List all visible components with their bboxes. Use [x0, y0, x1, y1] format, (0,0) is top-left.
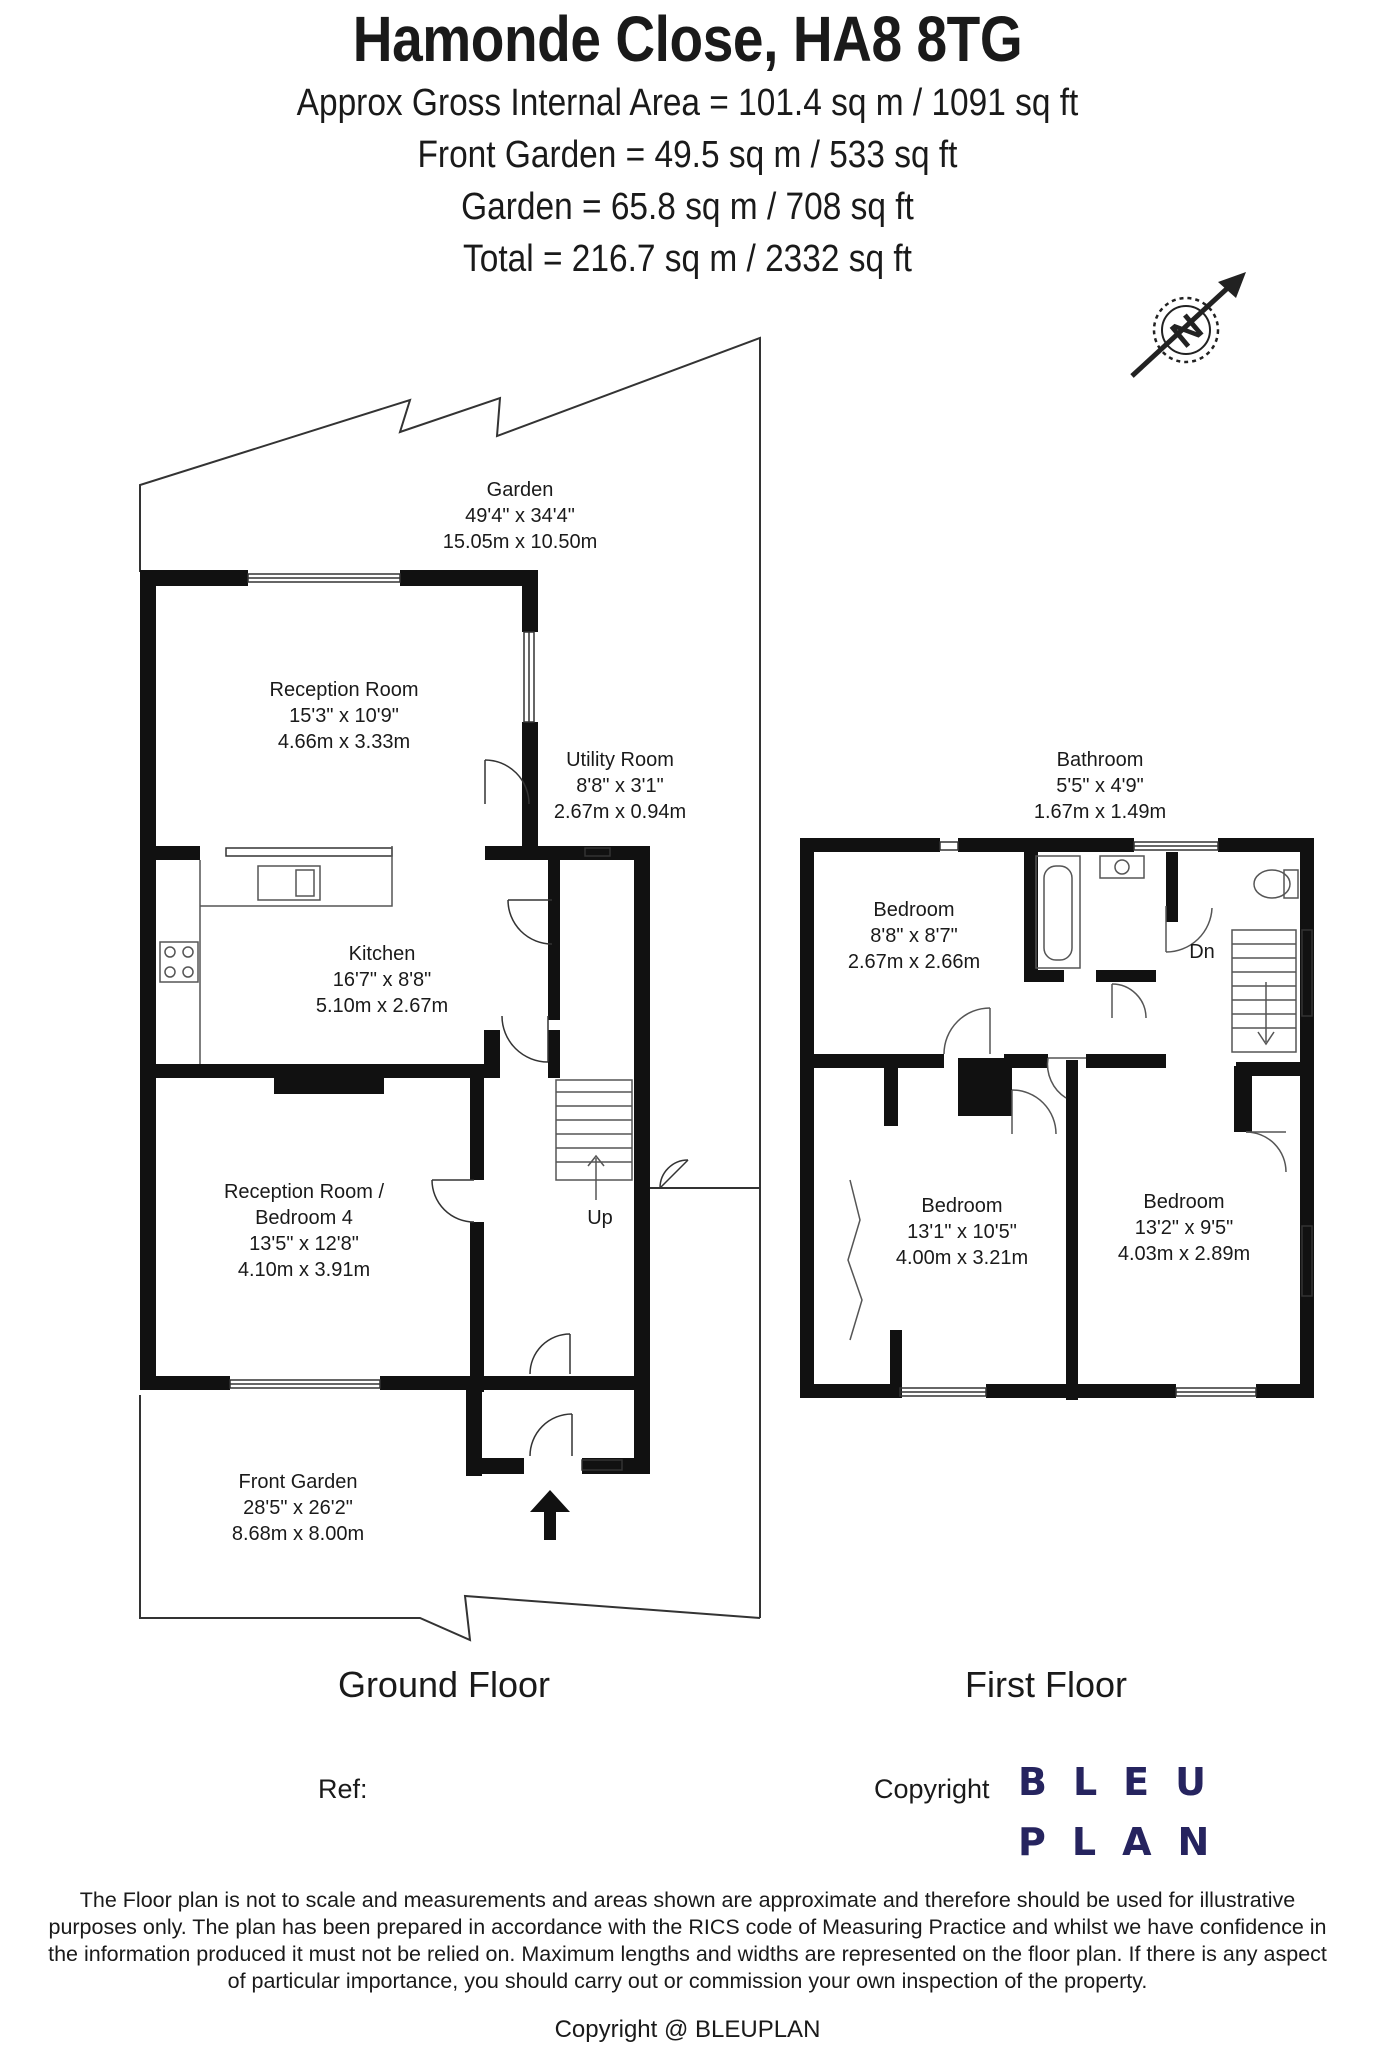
kitchen-imperial: 16'7" x 8'8" [333, 969, 432, 991]
ground-floor-doors [431, 759, 689, 1457]
garden-name: Garden [487, 479, 554, 501]
front-garden-metric: 8.68m x 8.00m [232, 1523, 364, 1545]
footer-copyright: Copyright @ BLEUPLAN [554, 2016, 821, 2043]
reception-bedroom4-name-2: Bedroom 4 [255, 1207, 353, 1229]
disclaimer-line-2: purposes only. The plan has been prepare… [48, 1915, 1327, 1939]
logo-line-2: PLAN [1018, 1820, 1236, 1864]
first-floor-doors [847, 906, 1287, 1341]
reception-bedroom4-metric: 4.10m x 3.91m [238, 1259, 370, 1281]
copyright-label: Copyright [874, 1774, 990, 1804]
reception-imperial: 15'3" x 10'9" [289, 705, 399, 727]
front-garden-area: Front Garden = 49.5 sq m / 533 sq ft [417, 134, 958, 176]
gross-internal-area: Approx Gross Internal Area = 101.4 sq m … [296, 82, 1079, 124]
ground-floor-label: Ground Floor [337, 1664, 551, 1705]
reception-metric: 4.66m x 3.33m [278, 731, 410, 753]
garden-imperial: 49'4" x 34'4" [465, 505, 575, 527]
first-floor-stairs [1231, 929, 1297, 1053]
bathroom-imperial: 5'5" x 4'9" [1056, 775, 1143, 797]
bedroom-b-metric: 4.00m x 3.21m [896, 1247, 1028, 1269]
bedroom-a-metric: 2.67m x 2.66m [848, 951, 980, 973]
bedroom-b-imperial: 13'1" x 10'5" [907, 1221, 1017, 1243]
reception-name: Reception Room [270, 679, 419, 701]
logo-line-1: BLEU [1018, 1760, 1232, 1804]
bedroom-a-name: Bedroom [873, 899, 954, 921]
bedroom-c-metric: 4.03m x 2.89m [1118, 1243, 1250, 1265]
first-floor-walls [800, 838, 1314, 1400]
bedroom-b-name: Bedroom [921, 1195, 1002, 1217]
front-garden-imperial: 28'5" x 26'2" [243, 1497, 353, 1519]
ref-label: Ref: [318, 1774, 368, 1804]
kitchen-fixtures [159, 846, 393, 1064]
bathroom-metric: 1.67m x 1.49m [1034, 801, 1166, 823]
garden-metric: 15.05m x 10.50m [443, 531, 598, 553]
reception-bedroom4-imperial: 13'5" x 12'8" [249, 1233, 359, 1255]
front-garden-name: Front Garden [239, 1471, 358, 1493]
utility-imperial: 8'8" x 3'1" [576, 775, 663, 797]
bathroom-name: Bathroom [1057, 749, 1144, 771]
utility-name: Utility Room [566, 749, 674, 771]
stairs-down-label: Dn [1189, 941, 1215, 963]
bathroom-fixtures [1035, 855, 1299, 969]
stairs-up-label: Up [587, 1207, 613, 1229]
kitchen-metric: 5.10m x 2.67m [316, 995, 448, 1017]
entrance-arrow-icon [530, 1490, 570, 1540]
disclaimer-line-1: The Floor plan is not to scale and measu… [79, 1888, 1296, 1912]
bedroom-c-name: Bedroom [1143, 1191, 1224, 1213]
total-area: Total = 216.7 sq m / 2332 sq ft [463, 238, 912, 280]
kitchen-name: Kitchen [349, 943, 416, 965]
garden-area: Garden = 65.8 sq m / 708 sq ft [461, 186, 914, 228]
disclaimer-line-4: of particular importance, you should car… [227, 1969, 1148, 1993]
bedroom-a-imperial: 8'8" x 8'7" [870, 925, 957, 947]
north-compass-icon: N [1130, 272, 1246, 378]
garden-outline [139, 336, 761, 1618]
ground-floor-windows [225, 573, 623, 1471]
ground-floor-stairs [555, 1079, 633, 1200]
first-floor-label: First Floor [965, 1664, 1127, 1705]
bedroom-c-imperial: 13'2" x 9'5" [1135, 1217, 1234, 1239]
disclaimer-text: The Floor plan is not to scale and measu… [0, 1887, 1375, 1995]
reception-bedroom4-name-1: Reception Room / [224, 1181, 385, 1203]
bleuplan-logo: BLEU PLAN [1018, 1752, 1236, 1872]
front-garden-outline [139, 1187, 761, 1642]
utility-metric: 2.67m x 0.94m [554, 801, 686, 823]
property-title: Hamonde Close, HA8 8TG [352, 3, 1023, 75]
disclaimer-line-3: the information produced it must not be … [48, 1942, 1327, 1966]
first-floor-windows [899, 841, 1313, 1397]
